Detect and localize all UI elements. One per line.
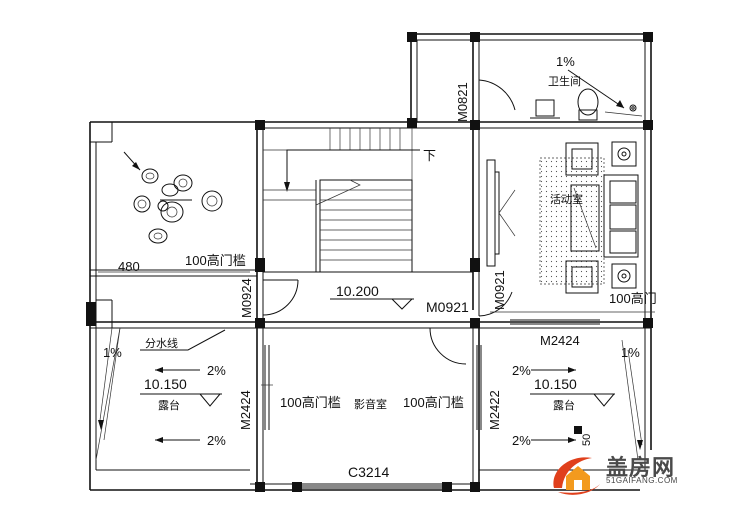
staircase	[263, 128, 420, 273]
logo-url-text: 51GAIFANG.COM	[606, 476, 678, 485]
left-edge-slope-label: 1%	[103, 345, 122, 360]
theater-room-name: 影音室	[354, 397, 387, 411]
elevation-main-label: 10.200	[336, 283, 379, 299]
right-elevation-label: 10.150	[534, 376, 577, 392]
window-c3214[interactable]	[302, 485, 442, 489]
theater-sill-left-label: 100高门槛	[280, 395, 341, 410]
door-m2422[interactable]	[476, 345, 482, 430]
door-m0821[interactable]	[478, 79, 516, 120]
door-m0924[interactable]	[262, 279, 299, 316]
door-m0921-b[interactable]	[478, 280, 513, 317]
door-m0821-label: M0821	[455, 82, 470, 122]
window-c3214-label: C3214	[348, 464, 389, 480]
activity-room-name: 活动室	[550, 192, 583, 206]
door-m0921-b-label: M0921	[492, 270, 507, 310]
left-slope-1-label: 2%	[207, 363, 226, 378]
door-m2424-top-label: M2424	[540, 333, 580, 348]
right-slope-1-label: 2%	[512, 363, 531, 378]
bathroom-name: 卫生间	[548, 74, 581, 88]
stair-down-label: 下	[423, 148, 436, 163]
door-m0921-a-label: M0921	[426, 299, 469, 315]
door-m2422-label: M2422	[487, 390, 502, 430]
left-slope-2-label: 2%	[207, 433, 226, 448]
rockery-garden	[123, 151, 223, 244]
door-m0924-label: M0924	[239, 278, 254, 318]
theater-sill-right-label: 100高门槛	[403, 395, 464, 410]
bath-slope-label: 1%	[556, 54, 575, 69]
right-terrace-marks	[530, 339, 643, 461]
door-m2424-left-label: M2424	[238, 390, 253, 430]
right-terrace-name: 露台	[553, 398, 575, 412]
bathroom-fixtures	[530, 69, 643, 121]
walls	[89, 33, 652, 491]
left-elevation-label: 10.150	[144, 376, 187, 392]
left-terrace-marks	[95, 327, 222, 461]
house-logo-icon	[553, 457, 600, 495]
door-m2424-top[interactable]	[510, 319, 600, 325]
logo-brand-text: 盖房网	[606, 455, 676, 480]
split-water-label: 分水线	[145, 336, 178, 350]
right-edge-slope-label: 1%	[621, 345, 640, 360]
activity-room-furniture	[486, 141, 639, 294]
structural-columns	[86, 32, 653, 492]
site-logo: 盖房网 51GAIFANG.COM	[548, 448, 748, 498]
activity-sill-label: 100高门	[609, 291, 657, 306]
door-m2424-left[interactable]	[261, 345, 273, 430]
dim-480-label: 480	[118, 259, 140, 274]
left-sill-label: 100高门槛	[185, 253, 246, 268]
door-m0921-a[interactable]	[429, 327, 467, 365]
left-terrace-name: 露台	[158, 398, 180, 412]
cut-number-label: 50	[581, 434, 593, 446]
right-slope-2-label: 2%	[512, 433, 531, 448]
